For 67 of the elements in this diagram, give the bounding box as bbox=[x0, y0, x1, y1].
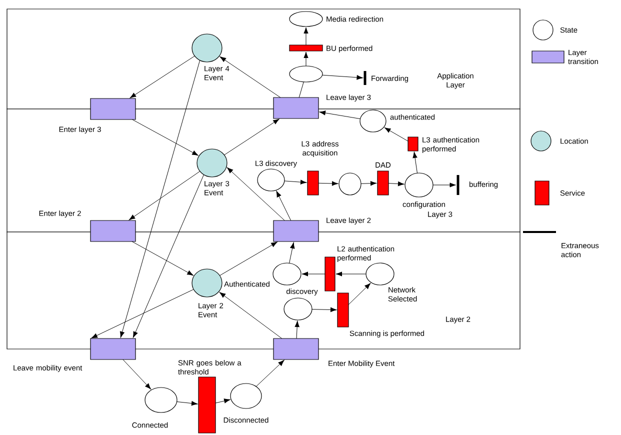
location-circle bbox=[196, 148, 228, 178]
arrow bbox=[312, 307, 337, 312]
location-circle bbox=[192, 34, 222, 62]
extraneous-bar bbox=[456, 175, 460, 195]
arrow bbox=[176, 401, 198, 406]
service-bar bbox=[377, 170, 389, 196]
state-ellipse bbox=[289, 11, 323, 27]
arrow bbox=[219, 292, 282, 339]
service-bar bbox=[198, 376, 216, 434]
arrow bbox=[322, 74, 363, 80]
location-circle bbox=[192, 268, 222, 298]
arrow bbox=[302, 272, 326, 276]
transition-box bbox=[90, 98, 136, 120]
arrow bbox=[226, 167, 285, 221]
arrow bbox=[294, 320, 300, 339]
transition-box bbox=[90, 220, 136, 242]
arrow bbox=[219, 242, 278, 276]
arrow bbox=[276, 190, 292, 221]
arrow bbox=[388, 182, 404, 186]
service-bar bbox=[408, 136, 418, 152]
transition-box bbox=[273, 338, 319, 360]
arrow bbox=[304, 27, 308, 46]
arrow bbox=[215, 398, 230, 404]
arrow bbox=[289, 242, 295, 264]
arrow bbox=[122, 359, 152, 390]
state-ellipse bbox=[360, 110, 386, 132]
arrow bbox=[130, 56, 195, 98]
arrow bbox=[256, 360, 284, 387]
arrow bbox=[318, 181, 338, 186]
arrow bbox=[432, 182, 456, 188]
state-ellipse bbox=[272, 262, 302, 286]
arrow bbox=[224, 118, 280, 156]
state-ellipse bbox=[338, 172, 362, 196]
arrow bbox=[91, 289, 194, 338]
state-ellipse bbox=[404, 172, 434, 198]
arrow bbox=[132, 241, 194, 276]
transition-box bbox=[90, 338, 136, 360]
service-bar bbox=[289, 44, 323, 52]
arrow bbox=[132, 174, 204, 338]
transition-box bbox=[273, 97, 319, 119]
layer-band bbox=[6, 8, 520, 110]
arrow bbox=[132, 119, 198, 156]
arrow bbox=[304, 52, 308, 66]
line bbox=[298, 82, 304, 98]
arrow bbox=[348, 283, 371, 305]
arrow bbox=[128, 171, 200, 220]
state-ellipse bbox=[284, 298, 312, 320]
arrow bbox=[220, 56, 281, 98]
arrow bbox=[336, 272, 366, 276]
service-bar bbox=[324, 256, 336, 292]
arrow bbox=[384, 127, 408, 142]
state-ellipse bbox=[144, 387, 178, 413]
state-ellipse bbox=[366, 262, 394, 286]
service-bar bbox=[307, 170, 319, 196]
layer-band bbox=[6, 108, 520, 232]
arrow bbox=[284, 180, 307, 184]
layer-band bbox=[6, 232, 520, 350]
state-ellipse bbox=[257, 168, 285, 192]
service-bar bbox=[337, 292, 349, 328]
state-ellipse bbox=[230, 383, 262, 409]
arrow bbox=[412, 152, 418, 174]
arrow bbox=[319, 110, 360, 120]
transition-box bbox=[273, 220, 319, 242]
extraneous-bar bbox=[364, 71, 366, 85]
arrow bbox=[120, 60, 200, 338]
state-ellipse bbox=[289, 66, 323, 82]
arrow bbox=[360, 181, 377, 186]
